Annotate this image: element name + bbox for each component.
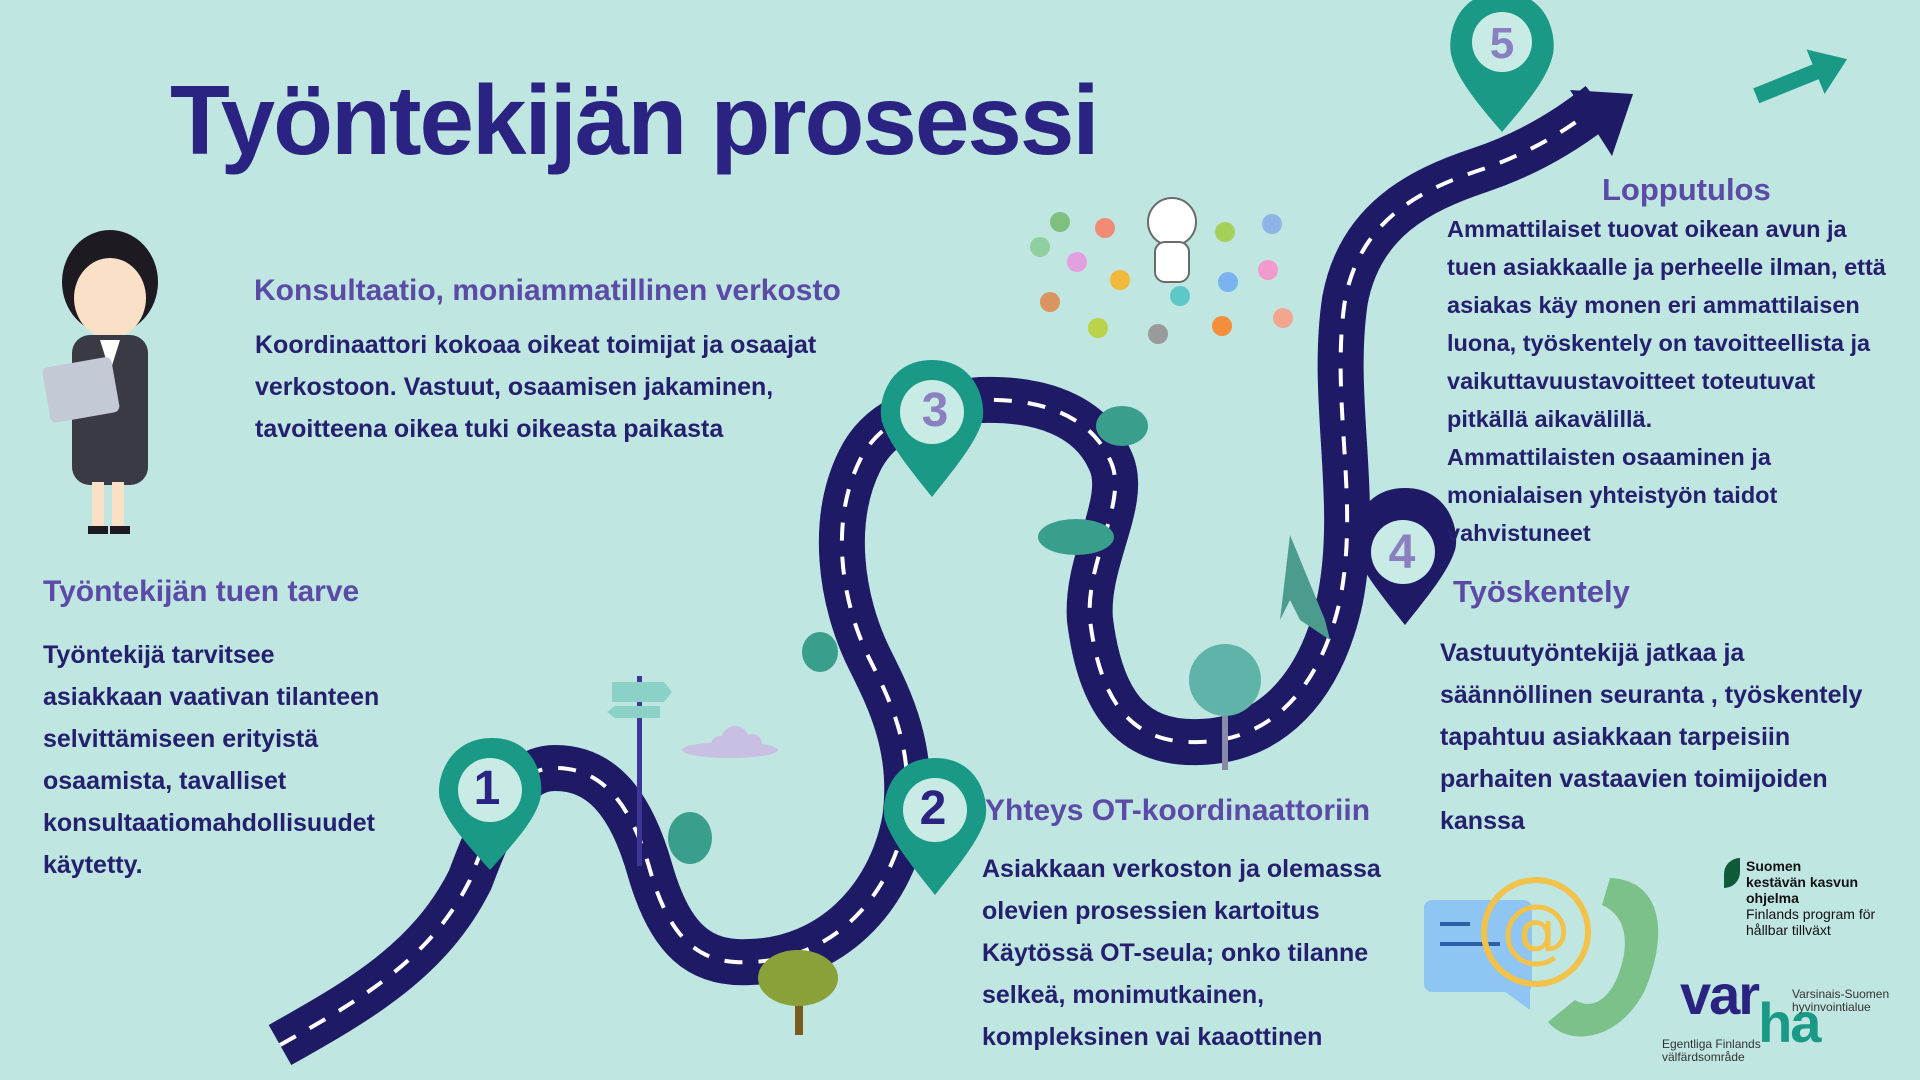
logo-text: Suomen bbox=[1746, 858, 1802, 874]
logo-text: hållbar tillväxt bbox=[1746, 922, 1831, 938]
road-arrowhead bbox=[1570, 90, 1633, 156]
text-line: monialaisen yhteistyön taidot bbox=[1447, 482, 1778, 508]
step-1-text: Työntekijä tarvitsee asiakkaan vaativan … bbox=[43, 634, 379, 886]
text-line: Koordinaattori kokoaa oikeat toimijat ja… bbox=[255, 331, 817, 359]
text-line: Vastuutyöntekijä jatkaa ja bbox=[1440, 639, 1745, 667]
text-line: Työntekijä tarvitsee bbox=[43, 641, 275, 669]
logo-text: ohjelma bbox=[1746, 890, 1799, 906]
marker-5-label: 5 bbox=[1490, 19, 1514, 68]
step-2-heading: Yhteys OT-koordinaattoriin bbox=[985, 794, 1371, 827]
tree-icon bbox=[758, 535, 1330, 1035]
text-line: Ammattilaiset tuovat oikean avun ja bbox=[1447, 216, 1847, 242]
text-line: Ammattilaisten osaaminen ja bbox=[1447, 444, 1771, 470]
text-line: tavoitteena oikea tuki oikeasta paikasta bbox=[255, 415, 724, 443]
marker-1-label: 1 bbox=[474, 762, 501, 815]
speech-bubble-icon bbox=[1424, 900, 1532, 1010]
text-line: Asiakkaan verkoston ja olemassa bbox=[982, 855, 1381, 883]
marker-2 bbox=[883, 758, 987, 895]
marker-5 bbox=[1450, 0, 1554, 132]
leaf-icon bbox=[1724, 858, 1740, 888]
text-line: osaamista, tavalliset bbox=[43, 767, 287, 795]
logo-text: Egentliga Finlands bbox=[1662, 1037, 1761, 1051]
logo-mark-part: var bbox=[1680, 963, 1760, 1026]
at-sign-icon: @ bbox=[1481, 877, 1591, 987]
text-line: selkeä, monimutkainen, bbox=[982, 981, 1265, 1009]
varha-logo: varha Varsinais-Suomen hyvinvointialue E… bbox=[1662, 963, 1902, 1068]
step-3-heading: Konsultaatio, moniammatillinen verkosto bbox=[254, 274, 841, 307]
text-line: olevien prosessien kartoitus bbox=[982, 897, 1320, 925]
text-line: parhaiten vastaavien toimijoiden bbox=[1440, 765, 1828, 793]
text-line: verkostoon. Vastuut, osaamisen jakaminen… bbox=[255, 373, 774, 401]
text-line: asiakas käy monen eri ammattilaisen bbox=[1447, 292, 1860, 318]
text-line: asiakkaan vaativan tilanteen bbox=[43, 683, 380, 711]
page-title: Työntekijän prosessi bbox=[170, 65, 1100, 175]
cloud-icon bbox=[682, 726, 778, 758]
arrow-icon bbox=[1753, 49, 1848, 104]
text-line: pitkällä aikavälillä. bbox=[1447, 406, 1653, 432]
text-line: kanssa bbox=[1440, 807, 1525, 835]
text-line: konsultaatiomahdollisuudet bbox=[43, 809, 375, 837]
bush-icon bbox=[668, 406, 1148, 864]
text-line: kompleksinen vai kaaottinen bbox=[982, 1023, 1323, 1051]
road-lane-markings bbox=[279, 102, 1602, 1047]
step-2-text: Asiakkaan verkoston ja olemassa olevien … bbox=[982, 848, 1381, 1058]
logo-text: Varsinais-Suomen bbox=[1792, 987, 1890, 1001]
logo-mark: varha bbox=[1680, 962, 1821, 1054]
logo-mark-part: ha bbox=[1758, 991, 1821, 1054]
logo-text: Finlands program för bbox=[1746, 906, 1876, 922]
text-line: käytetty. bbox=[43, 851, 143, 879]
text-line: Käytössä OT-seula; onko tilanne bbox=[982, 939, 1369, 967]
text-line: tapahtuu asiakkaan tarpeisiin bbox=[1440, 723, 1791, 751]
people-network-icon bbox=[1030, 197, 1293, 344]
marker-4 bbox=[1353, 488, 1457, 625]
text-line: vahvistuneet bbox=[1447, 520, 1591, 546]
signpost-icon bbox=[607, 676, 672, 866]
step-5-heading: Lopputulos bbox=[1602, 172, 1771, 207]
marker-3-label: 3 bbox=[922, 384, 949, 437]
step-3-text: Koordinaattori kokoaa oikeat toimijat ja… bbox=[255, 324, 816, 450]
marker-1 bbox=[438, 738, 542, 870]
text-line: selvittämiseen erityistä bbox=[43, 725, 319, 753]
svg-text:@: @ bbox=[1501, 889, 1571, 971]
step-5-text: Ammattilaiset tuovat oikean avun ja tuen… bbox=[1447, 210, 1886, 552]
marker-3 bbox=[880, 360, 984, 497]
logo-text: hyvinvointialue bbox=[1792, 1000, 1871, 1014]
step-4-heading: Työskentely bbox=[1453, 574, 1630, 609]
phone-icon bbox=[1548, 878, 1659, 1037]
logo-text: kestävän kasvun bbox=[1746, 874, 1859, 890]
text-line: vaikuttavuustavoitteet toteutuvat bbox=[1447, 368, 1816, 394]
logo-text: välfärdsområde bbox=[1662, 1050, 1745, 1064]
step-4-text: Vastuutyöntekijä jatkaa ja säännöllinen … bbox=[1440, 632, 1862, 842]
marker-4-label: 4 bbox=[1389, 526, 1416, 579]
marker-2-label: 2 bbox=[920, 782, 947, 835]
text-line: säännöllinen seuranta , työskentely bbox=[1440, 681, 1863, 709]
text-line: tuen asiakkaalle ja perheelle ilman, ett… bbox=[1447, 254, 1886, 280]
text-line: luona, työskentely on tavoitteellista ja bbox=[1447, 330, 1871, 356]
businesswoman-with-tablet-icon bbox=[42, 230, 158, 534]
step-1-heading: Työntekijän tuen tarve bbox=[43, 575, 360, 608]
